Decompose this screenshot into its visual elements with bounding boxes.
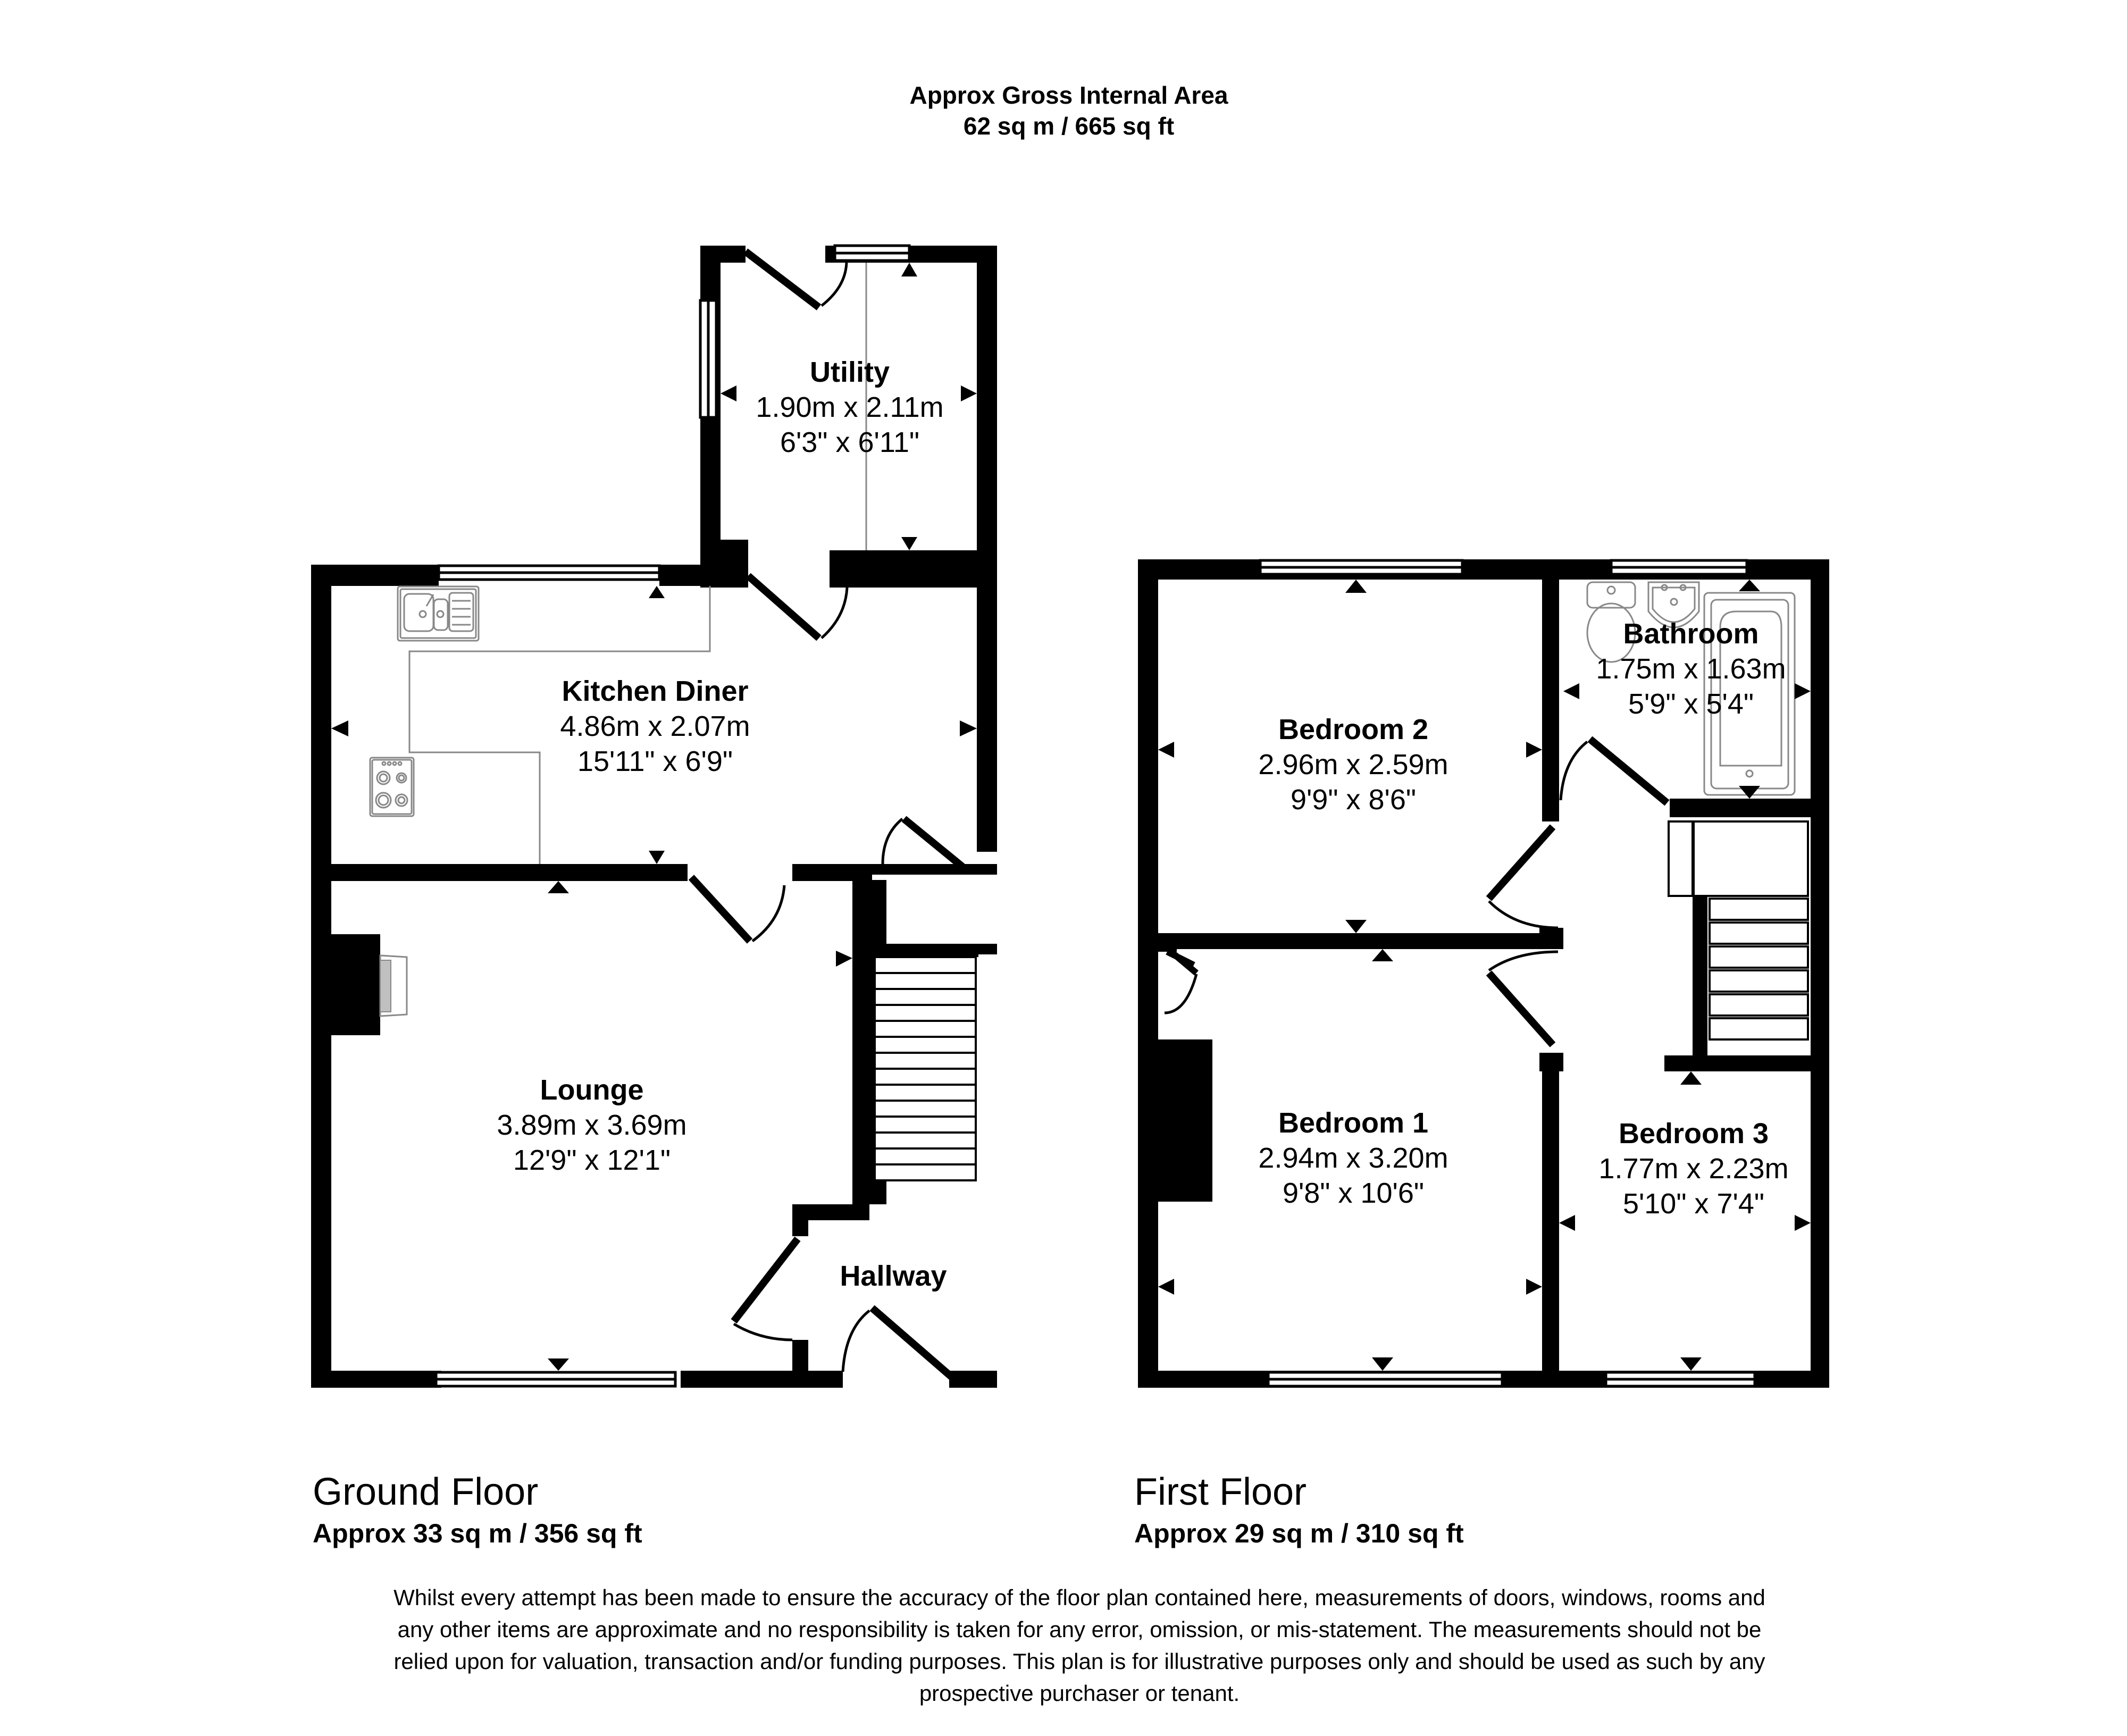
- disclaimer-line: prospective purchaser or tenant.: [919, 1681, 1240, 1706]
- ground-floor-label: Ground Floor: [313, 1471, 539, 1513]
- first-floor-staircase: [1668, 820, 1809, 1041]
- disclaimer-line: Whilst every attempt has been made to en…: [393, 1585, 1765, 1610]
- first-floor-plan: Bedroom 2 2.96m x 2.59m 9'9" x 8'6" Bath…: [1138, 559, 1829, 1388]
- ground-floor-area: Approx 33 sq m / 356 sq ft: [313, 1519, 642, 1548]
- lounge-imperial: 12'9" x 12'1": [513, 1144, 671, 1176]
- utility-door-external: [743, 248, 848, 311]
- utility-window-top: [833, 244, 911, 262]
- lounge-metric: 3.89m x 3.69m: [497, 1109, 686, 1141]
- lounge-chimney-breast: [331, 934, 380, 1035]
- bathroom-name: Bathroom: [1623, 618, 1759, 650]
- hallway-name: Hallway: [840, 1260, 947, 1292]
- bedroom1-imperial: 9'8" x 10'6": [1283, 1177, 1424, 1209]
- gross-internal-area-header: Approx Gross Internal Area 62 sq m / 665…: [0, 80, 2127, 141]
- fireplace-icon: [379, 954, 408, 1017]
- kitchen-hall-door: [881, 816, 965, 870]
- kitchen-diner-imperial: 15'11" x 6'9": [577, 745, 733, 777]
- bathroom-door: [1559, 736, 1670, 806]
- disclaimer-line: any other items are approximate and no r…: [397, 1617, 1762, 1642]
- bathroom-imperial: 5'9" x 5'4": [1628, 688, 1754, 720]
- bedroom3-name: Bedroom 3: [1619, 1118, 1769, 1150]
- bedroom2-door: [1486, 824, 1559, 929]
- first-floor-area: Approx 29 sq m / 310 sq ft: [1134, 1519, 1464, 1548]
- bedroom1-door: [1486, 950, 1559, 1047]
- header-total-area: 62 sq m / 665 sq ft: [963, 112, 1175, 140]
- disclaimer: Whilst every attempt has been made to en…: [266, 1582, 1893, 1709]
- kitchen-worktop-outline: [408, 586, 711, 864]
- utility-imperial: 6'3" x 6'11": [780, 426, 919, 458]
- cupboard-door: [1164, 948, 1199, 1014]
- kitchen-sink-icon: [397, 585, 480, 642]
- front-door: [841, 1305, 954, 1380]
- utility-kitchen-door: [746, 573, 849, 641]
- lounge-window: [434, 1371, 677, 1388]
- utility-metric: 1.90m x 2.11m: [756, 391, 943, 423]
- utility-walls: [700, 246, 997, 852]
- kitchen-hob-icon: [369, 757, 415, 817]
- bedroom3-metric: 1.77m x 2.23m: [1598, 1153, 1788, 1185]
- ground-staircase: [869, 880, 978, 1204]
- lounge-hall-door: [731, 1236, 801, 1341]
- header-title: Approx Gross Internal Area: [909, 81, 1228, 109]
- utility-name: Utility: [810, 356, 890, 388]
- kitchen-lounge-door: [688, 875, 786, 944]
- disclaimer-line: relied upon for valuation, transaction a…: [393, 1649, 1765, 1674]
- first-floor-walls: [1138, 559, 1829, 1388]
- ground-floor-plan: Utility 1.90m x 2.11m 6'3" x 6'11" Kitch…: [311, 244, 997, 1388]
- kitchen-window: [437, 564, 661, 581]
- utility-window-left: [699, 299, 718, 419]
- bedroom2-imperial: 9'9" x 8'6": [1291, 784, 1416, 816]
- first-floor-windows: [1259, 559, 1756, 1388]
- lounge-name: Lounge: [540, 1074, 644, 1106]
- ground-dimension-arrows: [331, 263, 977, 1371]
- bedroom2-name: Bedroom 2: [1278, 714, 1428, 745]
- bedroom1-name: Bedroom 1: [1278, 1107, 1428, 1139]
- toilet-icon: [1586, 581, 1636, 663]
- first-floor-label: First Floor: [1134, 1471, 1307, 1513]
- bedroom1-metric: 2.94m x 3.20m: [1258, 1142, 1448, 1174]
- bedroom2-metric: 2.96m x 2.59m: [1258, 749, 1448, 781]
- kitchen-lounge-walls: [311, 565, 997, 1388]
- kitchen-diner-metric: 4.86m x 2.07m: [560, 710, 750, 742]
- bedroom3-imperial: 5'10" x 7'4": [1623, 1188, 1764, 1220]
- bathroom-metric: 1.75m x 1.63m: [1596, 653, 1786, 685]
- kitchen-diner-name: Kitchen Diner: [562, 675, 748, 707]
- basin-icon: [1647, 581, 1700, 628]
- first-floor-dimension-arrows: [1158, 580, 1811, 1371]
